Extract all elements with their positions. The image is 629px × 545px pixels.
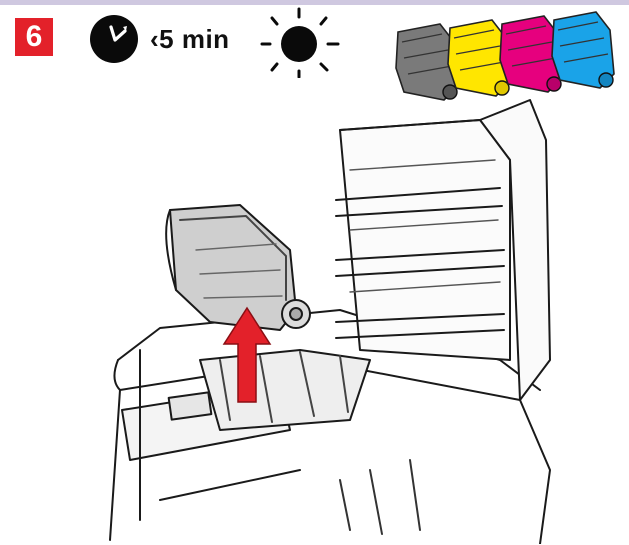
- color-cartridges: [395, 11, 615, 101]
- step-number: 6: [25, 20, 43, 53]
- step-number-badge: 6: [15, 18, 53, 56]
- lift-up-arrow-icon: [222, 306, 272, 403]
- top-bar: [0, 0, 629, 5]
- clock-icon: [90, 15, 138, 63]
- cartridge-black: [395, 23, 459, 101]
- cartridge-cyan: [551, 11, 615, 89]
- printer-illustration: [109, 99, 551, 544]
- sun-icon: [260, 7, 340, 78]
- cartridge-magenta: [499, 15, 563, 93]
- cartridge-yellow: [447, 19, 511, 97]
- duration-label: ‹5 min: [150, 24, 230, 54]
